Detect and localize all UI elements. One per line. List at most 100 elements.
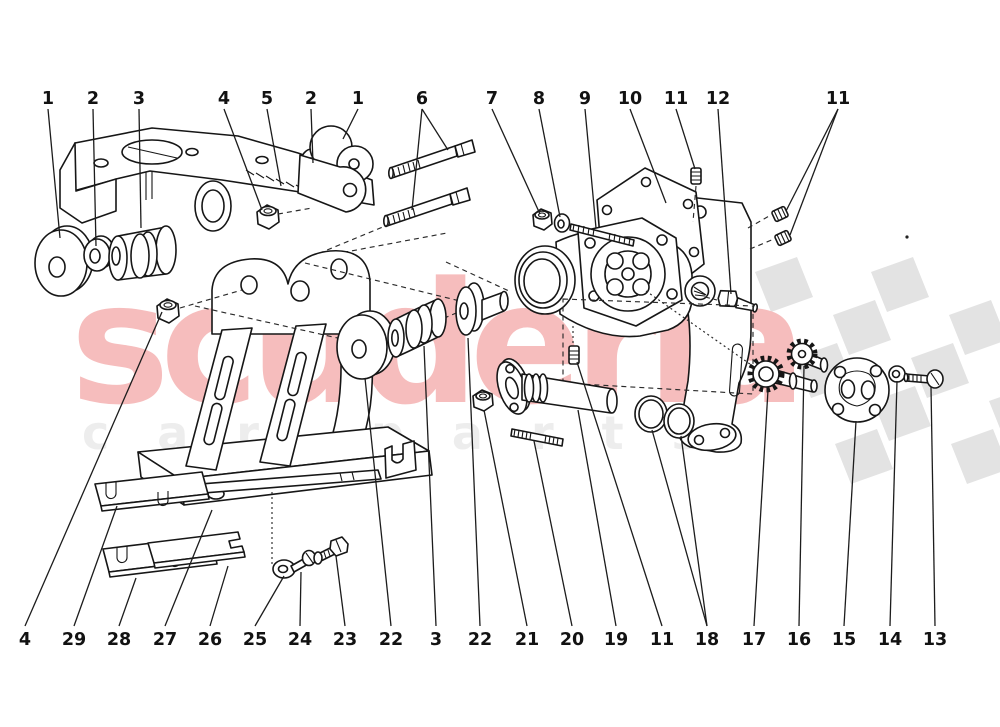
leader-line — [576, 361, 663, 627]
projection-line — [692, 185, 697, 223]
leader-line — [299, 571, 302, 627]
callout-number: 19 — [604, 630, 628, 650]
leader-line — [785, 108, 839, 212]
set-screw-11-mid — [568, 345, 580, 365]
hex-nut-7 — [532, 208, 553, 231]
o-ring-b — [663, 403, 695, 439]
leader-line — [411, 108, 423, 211]
leader-line — [209, 565, 229, 627]
hex-nut-4 — [256, 204, 280, 230]
callout-number: 26 — [198, 630, 222, 650]
hex-bolt-long-a — [387, 139, 476, 180]
callout-number: 21 — [515, 630, 539, 650]
callout-number: 6 — [416, 89, 428, 109]
leader-line — [47, 108, 61, 239]
leader-line — [266, 108, 282, 187]
leader-line — [254, 575, 285, 627]
leader-line — [467, 337, 481, 627]
callout-number: 5 — [261, 89, 273, 109]
cover-plate-15 — [824, 357, 890, 423]
callout-number: 17 — [742, 630, 766, 650]
callout-number: 11 — [664, 89, 688, 109]
callout-number: 25 — [243, 630, 267, 650]
leader-line — [798, 365, 805, 627]
set-screw-11b — [771, 205, 789, 223]
callout-number: 28 — [107, 630, 131, 650]
callout-number: 29 — [62, 630, 86, 650]
projection-line — [277, 207, 313, 215]
callout-number: 27 — [153, 630, 177, 650]
leader-line — [310, 108, 314, 164]
leader-line — [423, 345, 437, 627]
bracket-barrel-boss — [194, 180, 232, 232]
callout-number: 7 — [486, 89, 498, 109]
leader-line — [118, 577, 137, 627]
set-screw-11c — [774, 229, 792, 247]
leader-line — [533, 440, 573, 627]
callout-number: 14 — [878, 630, 902, 650]
leader-line — [73, 505, 118, 627]
projection-line — [704, 296, 718, 301]
leader-line — [342, 108, 359, 140]
leader-line — [335, 555, 346, 627]
callout-number: 11 — [650, 630, 674, 650]
roller-bushing — [387, 298, 447, 358]
stud-9 — [569, 223, 635, 247]
bracket-arm — [297, 154, 367, 213]
shim-plate-29 — [94, 471, 210, 512]
callout-number: 20 — [560, 630, 584, 650]
set-screw-11a — [690, 167, 702, 185]
callout-number: 3 — [133, 89, 145, 109]
callout-number: 18 — [695, 630, 719, 650]
callout-number: 22 — [379, 630, 403, 650]
hex-bolt-long-b — [382, 187, 471, 228]
callout-number: 13 — [923, 630, 947, 650]
leader-line — [421, 108, 449, 151]
bracket-straps — [185, 323, 327, 471]
plug-12 — [717, 289, 759, 313]
hex-nut-lower — [156, 298, 180, 324]
checker-tile — [951, 429, 1000, 484]
callout-number: 3 — [430, 630, 442, 650]
leader-line — [92, 108, 97, 247]
callout-number: 10 — [618, 89, 642, 109]
leader-line — [629, 108, 667, 204]
leader-line — [889, 380, 898, 627]
leader-line — [717, 108, 732, 295]
leader-line — [651, 429, 708, 627]
callout-number: 2 — [305, 89, 317, 109]
fork-plate-26 — [147, 531, 246, 569]
callout-number: 2 — [87, 89, 99, 109]
checker-tile — [835, 429, 893, 484]
callout-number: 1 — [352, 89, 364, 109]
leader-line — [753, 389, 769, 627]
checker-tile — [871, 257, 929, 312]
stray-dot — [905, 235, 909, 239]
screw-23 — [313, 536, 349, 565]
checker-tile — [989, 397, 1000, 429]
o-ring-a — [634, 395, 668, 433]
callout-number: 12 — [706, 89, 730, 109]
leader-line — [138, 108, 142, 229]
leader-line — [24, 311, 163, 627]
callout-number: 8 — [533, 89, 545, 109]
callout-number: 15 — [832, 630, 856, 650]
pump-outlet-boss — [684, 275, 716, 307]
checker-tile — [911, 343, 969, 398]
projection-line — [747, 214, 775, 250]
leader-line — [675, 108, 696, 170]
callout-number: 4 — [218, 89, 230, 109]
callout-number: 24 — [288, 630, 312, 650]
leader-line — [577, 409, 617, 627]
leader-line — [483, 409, 528, 627]
washer-14 — [888, 365, 906, 383]
hex-nut-21 — [472, 389, 494, 412]
threaded-stud — [510, 428, 564, 447]
callout-number: 22 — [468, 630, 492, 650]
leader-line — [223, 108, 263, 211]
washer-8 — [553, 213, 571, 233]
callout-number: 9 — [579, 89, 591, 109]
